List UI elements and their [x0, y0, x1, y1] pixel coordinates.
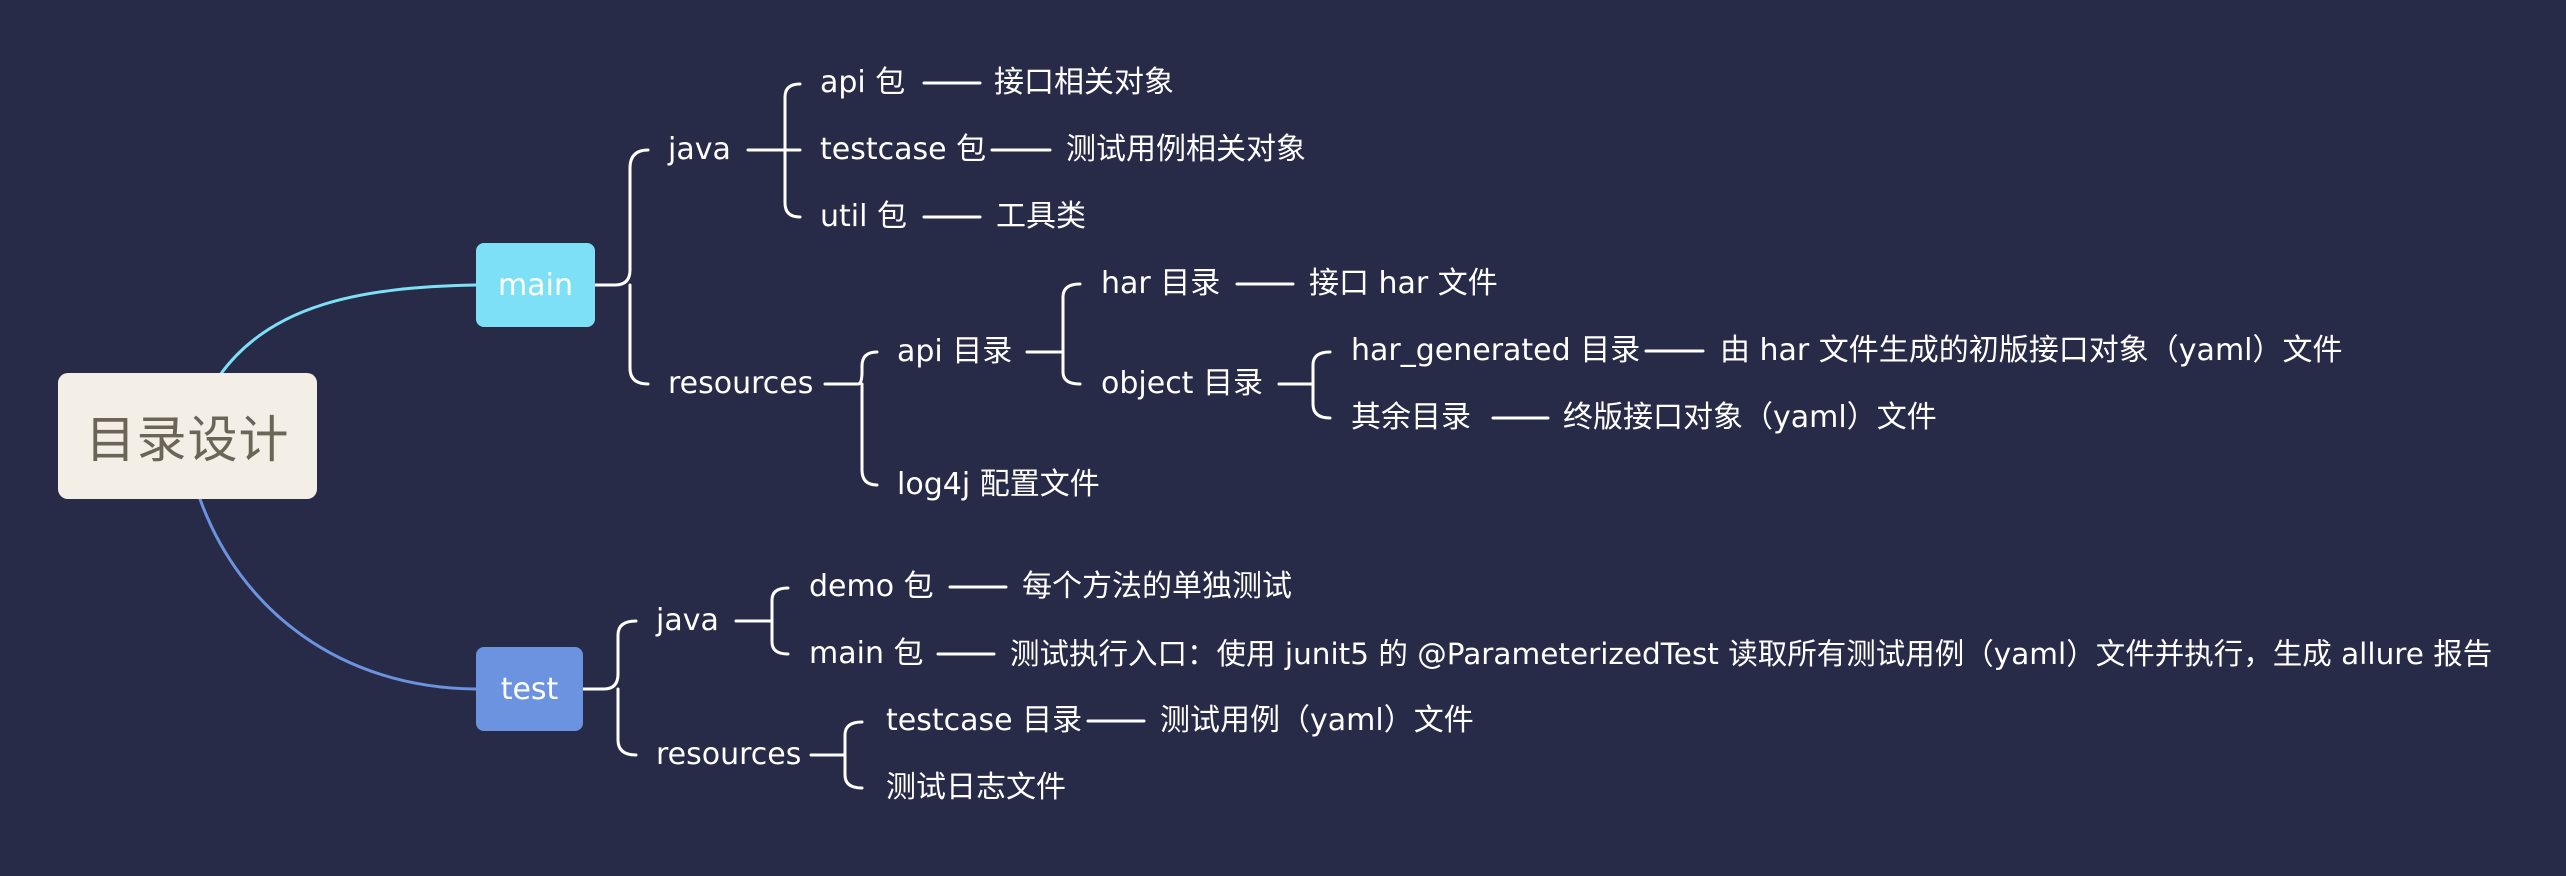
- connector-root-main: [218, 283, 478, 377]
- brace-main-resources: [823, 350, 879, 487]
- har-dir-node[interactable]: har 目录: [1101, 266, 1221, 301]
- har-generated-desc[interactable]: 由 har 文件生成的初版接口对象（yaml）文件: [1720, 333, 2343, 368]
- demo-pkg-node[interactable]: demo 包: [809, 569, 934, 604]
- demo-pkg-desc[interactable]: 每个方法的单独测试: [1022, 569, 1292, 604]
- brace-main-java: [746, 82, 802, 219]
- main-java-api-node[interactable]: api 包: [820, 65, 906, 100]
- main-java-util-node[interactable]: util 包: [820, 199, 907, 234]
- brace-main: [593, 148, 650, 386]
- root-topic[interactable]: 目录设计: [58, 373, 317, 499]
- brace-test-resources: [809, 720, 864, 790]
- brace-api-dir: [1025, 282, 1082, 386]
- branch-main[interactable]: main: [476, 243, 595, 327]
- log4j-config-node[interactable]: log4j 配置文件: [897, 467, 1100, 502]
- object-dir-node[interactable]: object 目录: [1101, 366, 1263, 401]
- brace-object-dir: [1277, 350, 1332, 420]
- main-java-util-desc[interactable]: 工具类: [996, 199, 1086, 234]
- main-java-testcase-node[interactable]: testcase 包: [820, 132, 987, 167]
- connector-root-test: [198, 497, 478, 691]
- testcase-dir-desc[interactable]: 测试用例（yaml）文件: [1160, 703, 1474, 738]
- test-log-node[interactable]: 测试日志文件: [886, 770, 1066, 805]
- har-dir-desc[interactable]: 接口 har 文件: [1309, 266, 1498, 301]
- main-pkg-node[interactable]: main 包: [809, 636, 924, 671]
- testcase-dir-node[interactable]: testcase 目录: [886, 703, 1083, 738]
- main-pkg-desc[interactable]: 测试执行入口：使用 junit5 的 @ParameterizedTest 读取…: [1010, 637, 2493, 671]
- brace-test-java: [734, 586, 790, 656]
- har-generated-node[interactable]: har_generated 目录: [1351, 333, 1641, 368]
- api-dir-node[interactable]: api 目录: [897, 334, 1013, 369]
- main-java-testcase-desc[interactable]: 测试用例相关对象: [1066, 132, 1306, 167]
- test-resources-node[interactable]: resources: [656, 737, 802, 772]
- other-dir-node[interactable]: 其余目录: [1351, 400, 1471, 435]
- main-java-api-desc[interactable]: 接口相关对象: [994, 65, 1174, 100]
- main-java-node[interactable]: java: [668, 132, 731, 167]
- main-resources-node[interactable]: resources: [668, 366, 814, 401]
- test-java-node[interactable]: java: [656, 603, 719, 638]
- brace-test: [581, 619, 638, 757]
- branch-test[interactable]: test: [476, 647, 583, 731]
- other-dir-desc[interactable]: 终版接口对象（yaml）文件: [1563, 400, 1937, 435]
